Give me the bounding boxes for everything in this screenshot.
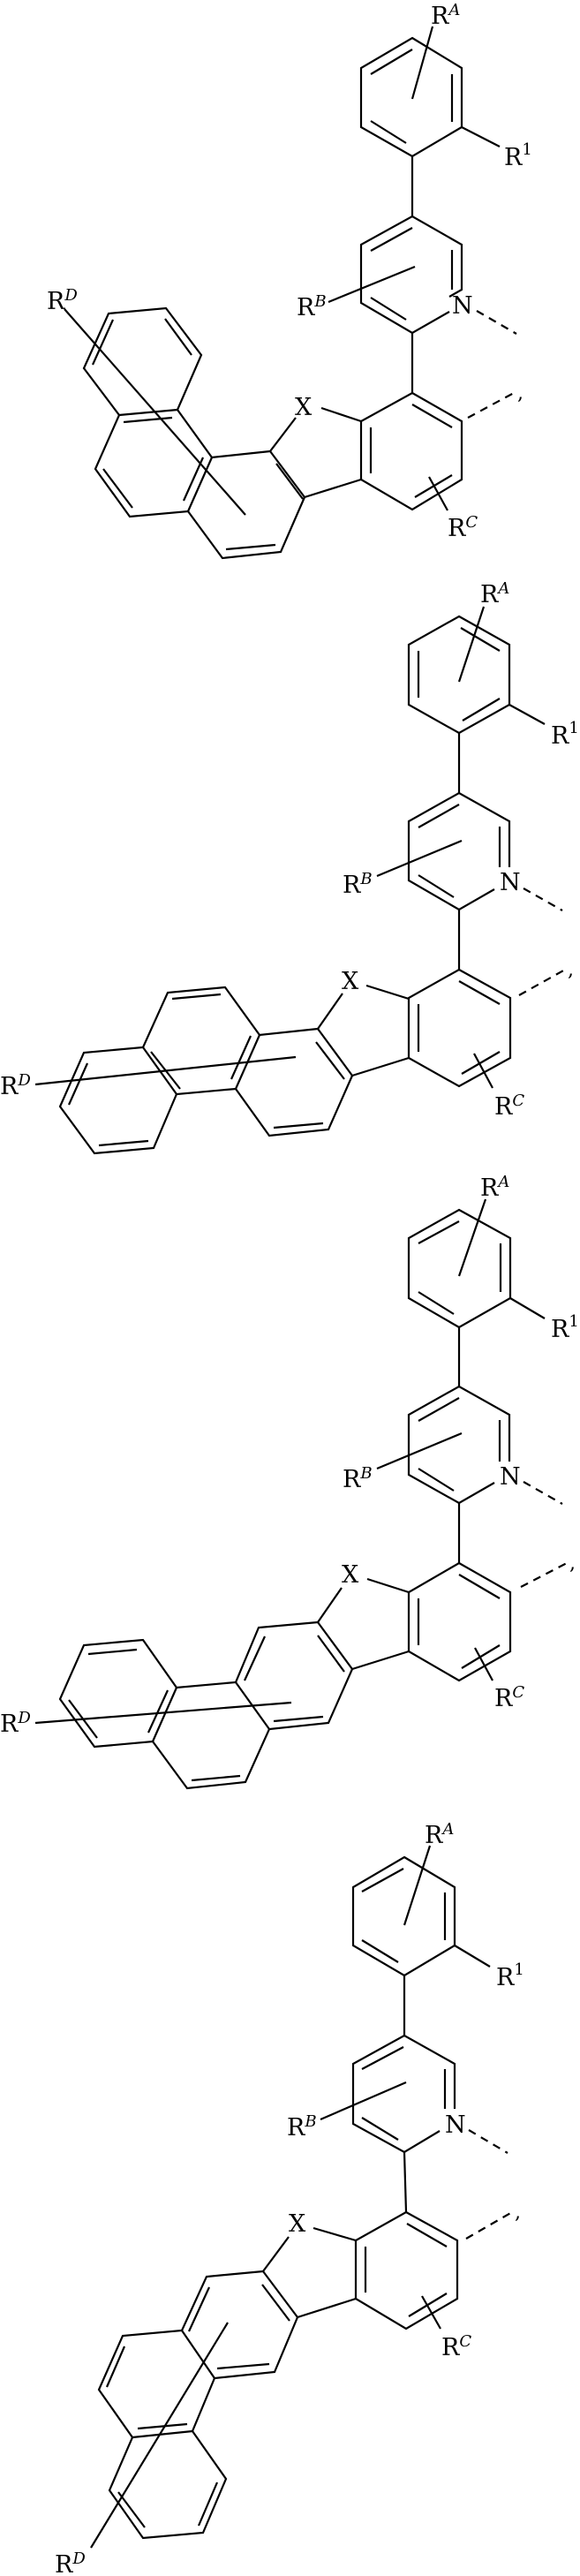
structure-3: RA R1 N RB , RC X xyxy=(0,1173,579,1790)
rd-label: RD xyxy=(0,1071,31,1100)
rb-label: RB xyxy=(343,1464,373,1493)
ra-label: RA xyxy=(480,1173,509,1202)
fused-aromatic-rings xyxy=(58,986,354,1155)
rd-label: RD xyxy=(0,1709,31,1738)
n-atom-label: N xyxy=(445,2111,466,2139)
n-coordination-bond xyxy=(476,310,517,335)
n-coordination-bond xyxy=(523,888,563,911)
fused-aromatic-rings xyxy=(82,306,306,560)
benzofuran-benzene-ring xyxy=(359,391,463,511)
n-atom-label: N xyxy=(452,292,473,320)
pyridine-benzene-bond xyxy=(403,2151,408,2213)
rc-bond xyxy=(473,1053,493,1089)
c-coordination-bond xyxy=(520,1562,568,1588)
r1-label: R1 xyxy=(496,1960,524,1991)
phenyl-ring xyxy=(351,1855,456,1977)
r1-bond xyxy=(509,1297,546,1319)
furan-ring xyxy=(315,984,410,1080)
pyridine-ring xyxy=(407,1385,511,1505)
rb-label: RB xyxy=(297,292,327,321)
furan-ring xyxy=(317,1577,410,1673)
c-coordination-bond xyxy=(467,392,515,419)
rb-label: RB xyxy=(343,870,373,899)
rc-bond xyxy=(421,2295,441,2330)
structure-1: RA R1 N RB , RC xyxy=(47,1,532,560)
fused-aromatic-rings xyxy=(58,1620,354,1790)
pyridine-ring xyxy=(407,791,511,911)
structure-4: RA R1 N RB , RC X xyxy=(55,1820,524,2576)
pyridine-ring xyxy=(359,215,463,335)
rb-bond xyxy=(376,1432,463,1470)
ra-bond xyxy=(457,1198,487,1277)
rd-bond xyxy=(34,1055,297,1086)
furan-ring xyxy=(261,2226,357,2322)
ra-bond xyxy=(403,1845,432,1926)
x-atom-label: X xyxy=(342,968,359,995)
n-coordination-bond xyxy=(468,2129,508,2154)
x-atom-label: X xyxy=(295,394,313,421)
rd-bond xyxy=(90,2322,229,2549)
ra-bond xyxy=(457,606,486,683)
rb-bond xyxy=(328,265,416,304)
structure-2: RA R1 N RB , RC X xyxy=(0,579,579,1155)
rb-bond xyxy=(376,839,463,878)
r1-bond xyxy=(461,126,501,147)
phenyl-ring xyxy=(359,36,463,158)
benzofuran-benzene-ring xyxy=(407,968,512,1088)
r1-label: R1 xyxy=(504,140,532,171)
c-coordination-bond xyxy=(518,969,566,996)
rb-label: RB xyxy=(287,2112,317,2142)
n-coordination-bond xyxy=(523,1481,563,1505)
benzofuran-benzene-ring xyxy=(354,2210,459,2330)
ra-label: RA xyxy=(425,1820,454,1849)
rc-bond xyxy=(428,476,448,511)
benzofuran-benzene-ring xyxy=(407,1561,512,1682)
pyridine-ring xyxy=(351,2034,456,2154)
comma: , xyxy=(515,2202,521,2224)
comma: , xyxy=(568,959,574,981)
x-atom-label: X xyxy=(289,2210,306,2238)
n-atom-label: N xyxy=(500,1463,521,1491)
r1-bond xyxy=(508,704,546,725)
ra-label: RA xyxy=(480,579,509,608)
c-coordination-bond xyxy=(465,2211,513,2240)
phenyl-ring xyxy=(407,1208,512,1329)
rd-bond xyxy=(64,308,246,516)
phenyl-ring xyxy=(407,615,511,735)
rd-label: RD xyxy=(55,2550,86,2576)
comma: , xyxy=(517,382,524,404)
rb-bond xyxy=(320,2081,407,2121)
furan-ring xyxy=(269,406,362,500)
r1-label: R1 xyxy=(551,719,579,750)
rc-label: RC xyxy=(494,1683,524,1712)
x-atom-label: X xyxy=(342,1561,359,1589)
r1-bond xyxy=(454,1945,491,1968)
rd-label: RD xyxy=(47,286,78,315)
rd-bond xyxy=(34,1701,292,1725)
rc-label: RC xyxy=(494,1092,524,1121)
n-atom-label: N xyxy=(500,869,521,896)
rc-bond xyxy=(474,1647,493,1681)
rc-label: RC xyxy=(448,513,478,542)
comma: , xyxy=(569,1552,576,1575)
ra-bond xyxy=(411,26,434,100)
ra-label: RA xyxy=(431,1,460,30)
rc-label: RC xyxy=(441,2332,471,2361)
r1-label: R1 xyxy=(551,1312,579,1343)
fused-aromatic-rings xyxy=(97,2270,299,2540)
